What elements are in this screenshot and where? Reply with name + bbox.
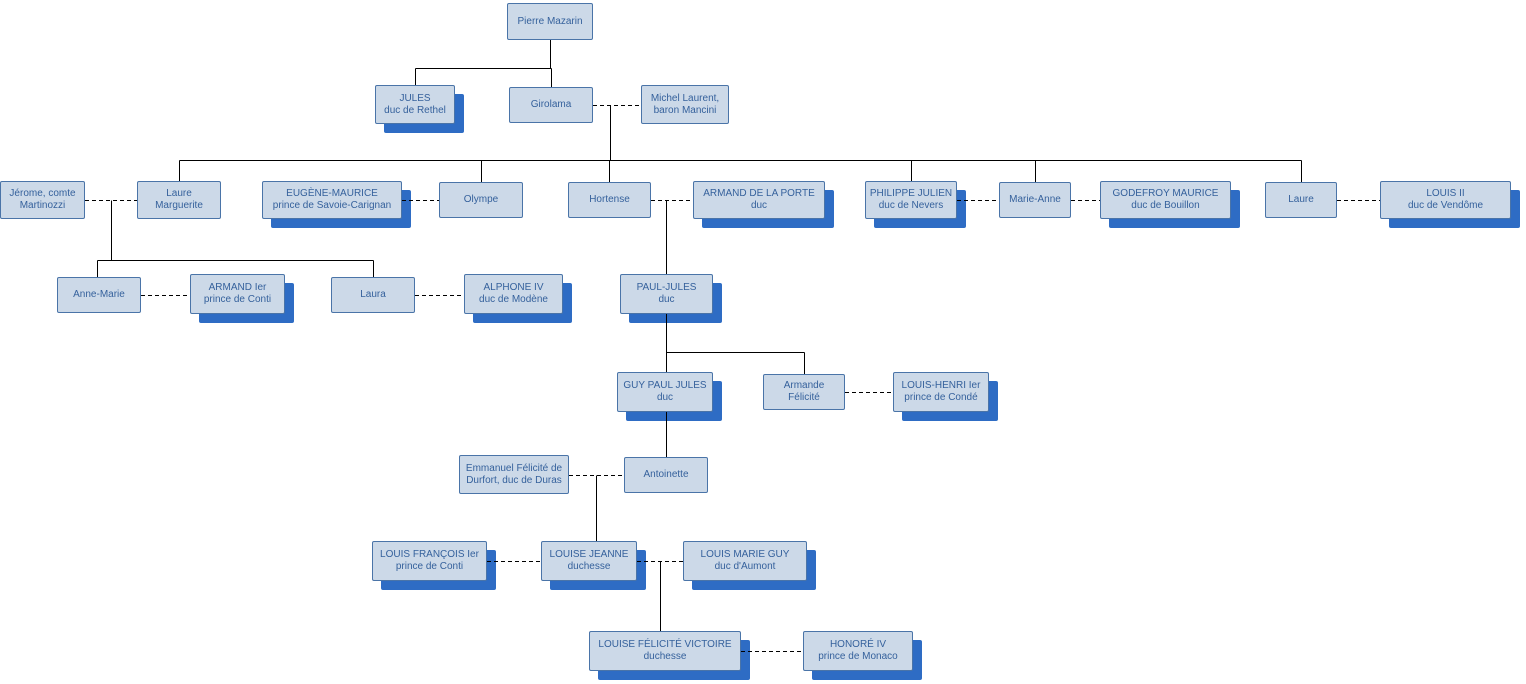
- person-name: ARMAND Ier: [208, 282, 267, 293]
- person-name: Armande: [783, 380, 825, 391]
- node-jerome-martinozzi[interactable]: Jérome, comte Martinozzi: [0, 181, 85, 219]
- person-title: prince de Monaco: [818, 651, 898, 662]
- person-title: duc de Modène: [479, 294, 548, 305]
- person-name: LOUIS II: [1426, 188, 1465, 199]
- node-alphone-iv[interactable]: ALPHONE IV duc de Modène: [464, 274, 563, 314]
- person-name: Laure: [1288, 194, 1314, 205]
- person-name: Anne-Marie: [73, 289, 125, 300]
- person-title: duc: [656, 392, 674, 403]
- node-armande-felicite[interactable]: Armande Félicité: [763, 374, 845, 410]
- node-pierre-mazarin[interactable]: Pierre Mazarin: [507, 3, 593, 40]
- person-name: Marie-Anne: [1009, 194, 1061, 205]
- node-louis-henri[interactable]: LOUIS-HENRI Ier prince de Condé: [893, 372, 989, 412]
- person-title: baron Mancini: [653, 104, 717, 116]
- person-name: GUY PAUL JULES: [623, 380, 707, 391]
- person-title: duc d'Aumont: [714, 561, 776, 572]
- node-louise-jeanne[interactable]: LOUISE JEANNE duchesse: [541, 541, 637, 581]
- node-armand-ier[interactable]: ARMAND Ier prince de Conti: [190, 274, 285, 314]
- person-name: EUGÈNE-MAURICE: [286, 188, 378, 199]
- person-title: duc de Nevers: [878, 200, 944, 211]
- person-title: prince de Condé: [904, 392, 978, 403]
- node-paul-jules[interactable]: PAUL-JULES duc: [620, 274, 713, 314]
- node-louis-marie-guy[interactable]: LOUIS MARIE GUY duc d'Aumont: [683, 541, 807, 581]
- person-name: PHILIPPE JULIEN: [869, 188, 953, 199]
- person-name: Laura: [360, 289, 386, 300]
- node-hortense[interactable]: Hortense: [568, 182, 651, 218]
- node-marie-anne[interactable]: Marie-Anne: [999, 182, 1071, 218]
- person-name: LOUIS MARIE GUY: [700, 549, 790, 560]
- node-olympe[interactable]: Olympe: [439, 182, 523, 218]
- person-name: Emmanuel Félicité de: [465, 462, 563, 474]
- node-honore-iv[interactable]: HONORÉ IV prince de Monaco: [803, 631, 913, 671]
- node-antoinette[interactable]: Antoinette: [624, 457, 708, 493]
- person-name: Antoinette: [643, 469, 689, 480]
- node-louis-francois[interactable]: LOUIS FRANÇOIS Ier prince de Conti: [372, 541, 487, 581]
- person-name: Hortense: [589, 194, 630, 205]
- node-louis-ii[interactable]: LOUIS II duc de Vendôme: [1380, 181, 1511, 219]
- person-name: ARMAND DE LA PORTE: [703, 188, 815, 199]
- node-laure-marguerite[interactable]: Laure Marguerite: [137, 181, 221, 219]
- person-name: LOUISE FÉLICITÉ VICTOIRE: [598, 639, 732, 650]
- person-title: Durfort, duc de Duras: [466, 474, 562, 486]
- node-girolama[interactable]: Girolama: [509, 87, 593, 123]
- node-laure[interactable]: Laure: [1265, 182, 1337, 218]
- person-name: PAUL-JULES: [636, 282, 697, 293]
- person-title: Marguerite: [155, 200, 203, 211]
- person-name: Jérome, comte: [9, 188, 76, 199]
- person-title: prince de Conti: [395, 561, 464, 572]
- person-name: HONORÉ IV: [829, 639, 887, 650]
- node-emmanuel-durfort[interactable]: Emmanuel Félicité de Durfort, duc de Dur…: [459, 455, 569, 494]
- person-title: duc de Bouillon: [1131, 200, 1200, 211]
- person-title: duchesse: [567, 561, 611, 572]
- node-philippe-julien[interactable]: PHILIPPE JULIEN duc de Nevers: [865, 181, 957, 219]
- person-title: duc de Rethel: [384, 104, 446, 116]
- node-michel-laurent[interactable]: Michel Laurent, baron Mancini: [641, 85, 729, 124]
- person-title: duchesse: [643, 651, 687, 662]
- person-name: JULES: [399, 92, 431, 104]
- node-godefroy-maurice[interactable]: GODEFROY MAURICE duc de Bouillon: [1100, 181, 1231, 219]
- person-title: Félicité: [788, 392, 820, 403]
- node-laura[interactable]: Laura: [331, 277, 415, 313]
- person-title: prince de Savoie-Carignan: [272, 200, 392, 211]
- person-name: Olympe: [463, 194, 499, 205]
- node-jules[interactable]: JULES duc de Rethel: [375, 85, 455, 124]
- person-name: ALPHONE IV: [483, 282, 544, 293]
- person-title: duc: [750, 200, 768, 211]
- node-anne-marie[interactable]: Anne-Marie: [57, 277, 141, 313]
- person-name: LOUIS-HENRI Ier: [901, 380, 981, 391]
- person-name: LOUISE JEANNE: [549, 549, 629, 560]
- person-name: LOUIS FRANÇOIS Ier: [380, 549, 479, 560]
- person-name: Laure: [166, 188, 192, 199]
- node-guy-paul-jules[interactable]: GUY PAUL JULES duc: [617, 372, 713, 412]
- person-name: Michel Laurent,: [650, 92, 720, 104]
- node-eugene-maurice[interactable]: EUGÈNE-MAURICE prince de Savoie-Carignan: [262, 181, 402, 219]
- person-name: Pierre Mazarin: [517, 15, 583, 27]
- person-title: prince de Conti: [203, 294, 272, 305]
- node-louise-felicite-victoire[interactable]: LOUISE FÉLICITÉ VICTOIRE duchesse: [589, 631, 741, 671]
- person-name: GODEFROY MAURICE: [1112, 188, 1219, 199]
- person-name: Girolama: [530, 99, 572, 110]
- person-title: Martinozzi: [19, 200, 66, 211]
- person-title: duc de Vendôme: [1407, 200, 1484, 211]
- person-title: duc: [658, 294, 675, 305]
- node-armand-de-la-porte[interactable]: ARMAND DE LA PORTE duc: [693, 181, 825, 219]
